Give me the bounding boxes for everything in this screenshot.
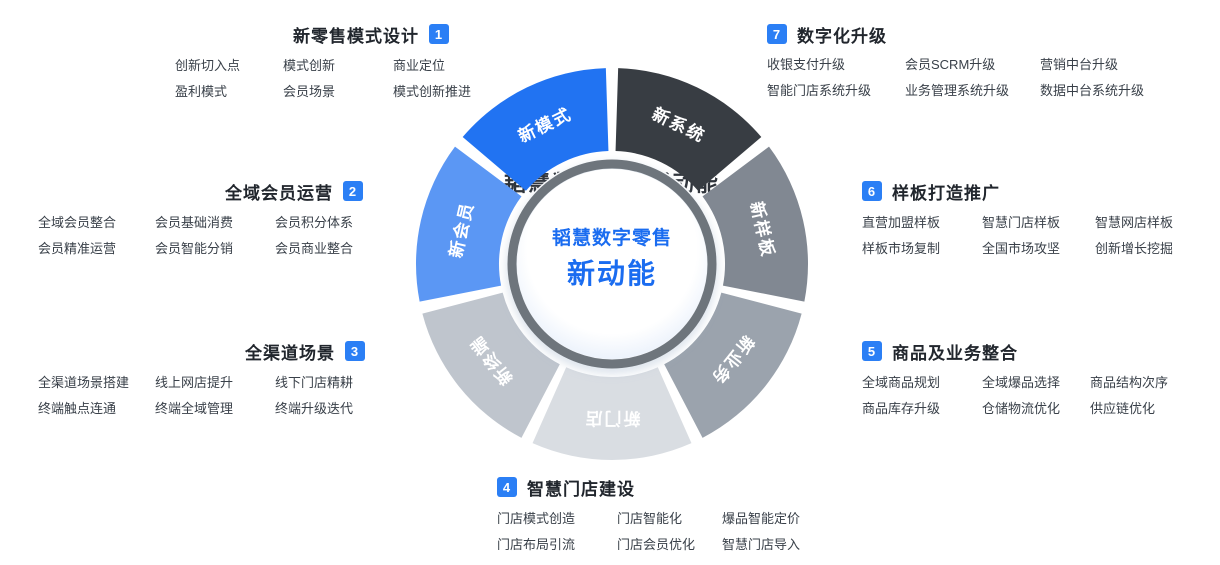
group-item: 收银支付升级 xyxy=(767,57,846,72)
group-item: 全域商品规划 xyxy=(862,375,941,390)
wheel-segment-2 xyxy=(702,146,808,302)
number-badge: 1 xyxy=(429,24,449,44)
group-item: 全域会员整合 xyxy=(38,215,117,230)
wheel-segment-3 xyxy=(664,292,802,438)
group-title: 全域会员运营 xyxy=(225,183,333,203)
group-2-member-operation: 全域会员运营 2 全域会员整合 会员基础消费 会员积分体系 会员精准运营 会员智… xyxy=(38,181,363,257)
group-item: 全域爆品选择 xyxy=(982,375,1061,390)
group-item: 智慧门店导入 xyxy=(722,537,801,552)
group-item: 终端触点连通 xyxy=(38,401,117,416)
wheel-segment-6 xyxy=(416,146,522,302)
number-badge: 4 xyxy=(497,477,517,497)
group-item: 全国市场攻坚 xyxy=(982,241,1061,256)
group-6-header: 6 样板打造推广 xyxy=(862,181,1173,203)
group-2-header: 全域会员运营 2 xyxy=(225,181,363,203)
group-4-smart-store: 4 智慧门店建设 门店模式创造 门店智能化 爆品智能定价 门店布局引流 门店会员… xyxy=(497,477,800,553)
group-item: 门店布局引流 xyxy=(497,537,576,552)
group-item: 会员智能分销 xyxy=(155,241,234,256)
group-2-items: 全域会员整合 会员基础消费 会员积分体系 会员精准运营 会员智能分销 会员商业整… xyxy=(38,214,363,257)
wheel-center-circle xyxy=(506,158,718,370)
number-badge: 5 xyxy=(862,341,882,361)
group-item: 创新增长挖掘 xyxy=(1095,241,1174,256)
wheel-segment-1 xyxy=(615,68,762,191)
group-6-model-promotion: 6 样板打造推广 直营加盟样板 智慧门店样板 智慧网店样板 样板市场复制 全国市… xyxy=(862,181,1173,257)
group-item: 爆品智能定价 xyxy=(722,511,801,526)
group-item: 线下门店精耕 xyxy=(275,375,354,390)
group-item: 门店模式创造 xyxy=(497,511,576,526)
wheel-segment-7 xyxy=(462,68,609,191)
group-item: 会员基础消费 xyxy=(155,215,234,230)
group-item: 终端全域管理 xyxy=(155,401,234,416)
group-5-items: 全域商品规划 全域爆品选择 商品结构次序 商品库存升级 仓储物流优化 供应链优化 xyxy=(862,374,1168,417)
group-4-items: 门店模式创造 门店智能化 爆品智能定价 门店布局引流 门店会员优化 智慧门店导入 xyxy=(497,510,800,553)
group-6-items: 直营加盟样板 智慧门店样板 智慧网店样板 样板市场复制 全国市场攻坚 创新增长挖… xyxy=(862,214,1173,257)
center-title: 韬慧数字零售 xyxy=(551,228,672,249)
group-1-header: 新零售模式设计 1 xyxy=(293,24,471,46)
group-item: 智慧门店样板 xyxy=(982,215,1061,230)
group-title: 全渠道场景 xyxy=(245,343,335,363)
group-title: 商品及业务整合 xyxy=(892,343,1018,363)
group-item: 会员商业整合 xyxy=(275,241,354,256)
number-badge: 3 xyxy=(345,341,365,361)
group-item: 供应链优化 xyxy=(1090,401,1156,416)
group-7-header: 7 数字化升级 xyxy=(767,24,1144,46)
group-item: 会员SCRM升级 xyxy=(905,57,996,72)
group-item: 会员精准运营 xyxy=(38,241,117,256)
group-title: 新零售模式设计 xyxy=(293,26,419,46)
wheel-segment-label-4: 新门店 xyxy=(584,409,641,429)
group-item: 业务管理系统升级 xyxy=(905,83,1010,98)
wheel-segment-4 xyxy=(532,367,692,461)
group-item: 营销中台升级 xyxy=(1040,57,1119,72)
group-1-new-retail-model-design: 新零售模式设计 1 创新切入点 模式创新 商业定位 盈利模式 会员场景 模式创新… xyxy=(175,24,471,100)
group-3-items: 全渠道场景搭建 线上网店提升 线下门店精耕 终端触点连通 终端全域管理 终端升级… xyxy=(38,374,365,417)
group-4-header: 4 智慧门店建设 xyxy=(497,477,800,499)
group-item: 商品结构次序 xyxy=(1090,375,1169,390)
group-item: 数据中台系统升级 xyxy=(1040,83,1145,98)
group-3-header: 全渠道场景 3 xyxy=(245,341,365,363)
group-item: 线上网店提升 xyxy=(155,375,234,390)
group-item: 直营加盟样板 xyxy=(862,215,941,230)
group-title: 智慧门店建设 xyxy=(527,479,635,499)
number-badge: 6 xyxy=(862,181,882,201)
group-item: 智慧网店样板 xyxy=(1095,215,1174,230)
wheel-center-text: 韬慧数字零售 新动能 xyxy=(512,227,712,290)
group-item: 模式创新 xyxy=(283,58,336,73)
group-item: 会员场景 xyxy=(283,84,336,99)
group-item: 商品库存升级 xyxy=(862,401,941,416)
group-5-header: 5 商品及业务整合 xyxy=(862,341,1168,363)
center-ring xyxy=(507,159,717,369)
group-item: 模式创新推进 xyxy=(393,84,472,99)
group-item: 商业定位 xyxy=(393,58,446,73)
group-1-items: 创新切入点 模式创新 商业定位 盈利模式 会员场景 模式创新推进 xyxy=(175,57,471,100)
group-item: 门店智能化 xyxy=(617,511,683,526)
group-title: 数字化升级 xyxy=(797,26,887,46)
number-badge: 2 xyxy=(343,181,363,201)
group-7-items: 收银支付升级 会员SCRM升级 营销中台升级 智能门店系统升级 业务管理系统升级… xyxy=(767,56,1144,99)
group-item: 仓储物流优化 xyxy=(982,401,1061,416)
group-item: 门店会员优化 xyxy=(617,537,696,552)
group-item: 会员积分体系 xyxy=(275,215,354,230)
group-item: 终端升级迭代 xyxy=(275,401,354,416)
group-5-goods-business: 5 商品及业务整合 全域商品规划 全域爆品选择 商品结构次序 商品库存升级 仓储… xyxy=(862,341,1168,417)
group-item: 创新切入点 xyxy=(175,58,241,73)
segment-wheel: 新系统新样板新业务新门店新终端新会员新模式 xyxy=(402,54,822,474)
center-subtitle: 新动能 xyxy=(566,258,657,289)
group-item: 智能门店系统升级 xyxy=(767,83,872,98)
wheel-segment-5 xyxy=(422,292,560,438)
group-7-digital-upgrade: 7 数字化升级 收银支付升级 会员SCRM升级 营销中台升级 智能门店系统升级 … xyxy=(767,24,1144,99)
number-badge: 7 xyxy=(767,24,787,44)
group-item: 盈利模式 xyxy=(175,84,228,99)
group-item: 样板市场复制 xyxy=(862,241,941,256)
group-title: 样板打造推广 xyxy=(892,183,1000,203)
group-item: 全渠道场景搭建 xyxy=(38,375,130,390)
group-3-omnichannel-scene: 全渠道场景 3 全渠道场景搭建 线上网店提升 线下门店精耕 终端触点连通 终端全… xyxy=(38,341,365,417)
